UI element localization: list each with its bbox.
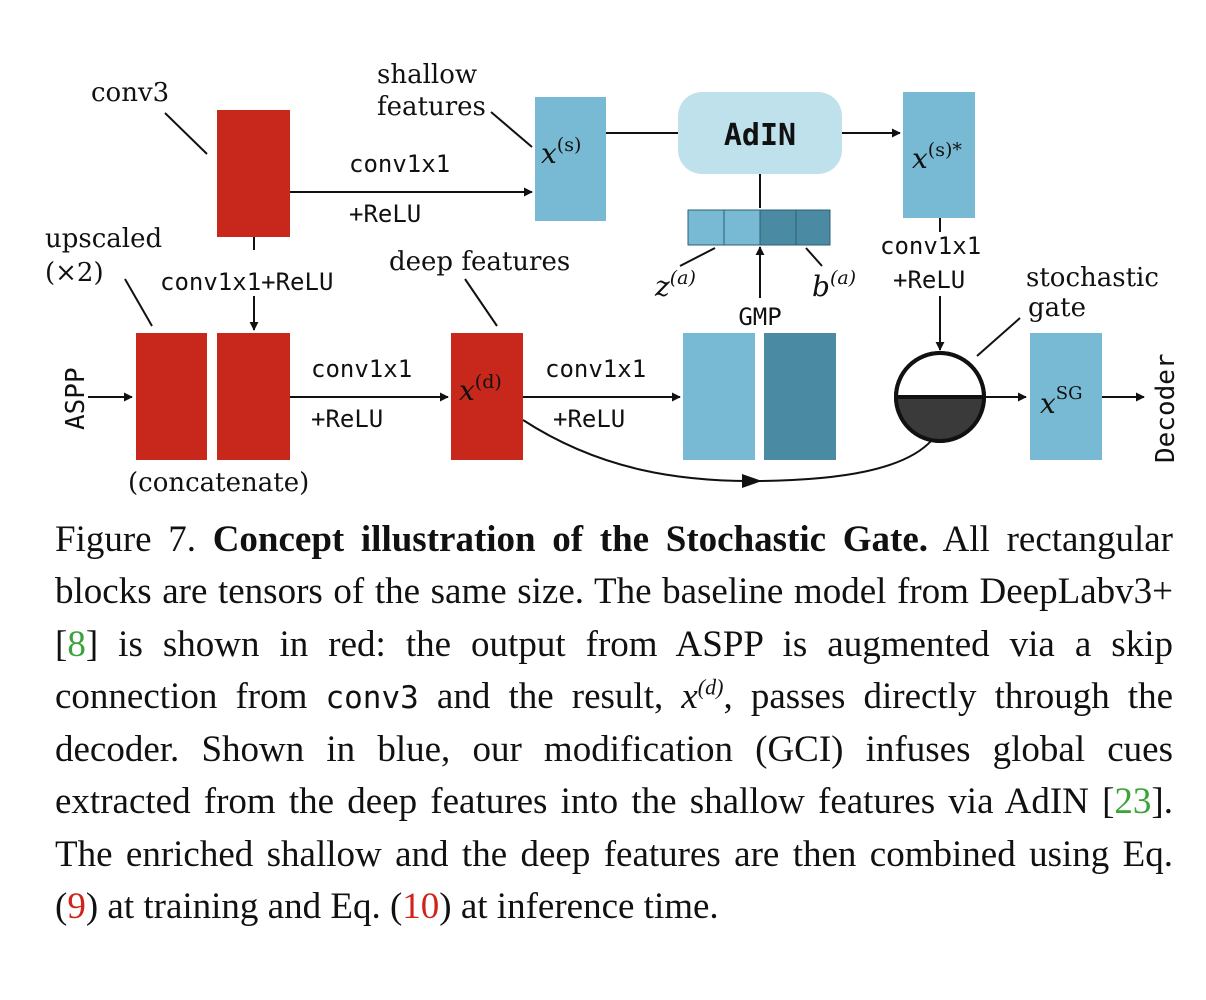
label-x-d: x(d)	[459, 371, 502, 407]
label-conv1x1-mid2: conv1x1	[545, 355, 646, 383]
equation-link-10[interactable]: 10	[402, 886, 440, 928]
figure-caption: Figure 7. Concept illustration of the St…	[55, 514, 1173, 933]
caption-text-1: All rectangular blocks are tensors of th…	[55, 519, 1173, 665]
equation-link-9[interactable]: 9	[67, 886, 86, 928]
leader-gate	[976, 317, 1021, 357]
conv3-block	[217, 110, 290, 237]
figure-label: Figure 7.	[55, 519, 197, 560]
caption-title: Concept illustration of the Stochastic G…	[212, 519, 929, 560]
caption-text-5: ]. The enriched shallow and the deep fea…	[55, 781, 1173, 928]
label-upscaled-2: (×2)	[45, 258, 104, 288]
z-vector-cell-1	[687, 209, 725, 246]
leader-z	[679, 247, 716, 267]
label-relu-mid2: +ReLU	[553, 405, 625, 433]
label-decoder: Decoder	[1151, 353, 1181, 463]
caption-text-4: , passes directly through the decoder. S…	[55, 675, 1174, 823]
label-x-s: x(s)	[541, 134, 581, 170]
caption-text-2: ] is shown in red: the output from ASPP …	[55, 623, 1173, 717]
label-conv1x1-right: conv1x1	[880, 232, 981, 260]
label-upscaled-1: upscaled	[45, 224, 162, 254]
label-x-sg: xSG	[1040, 383, 1083, 420]
label-x-s-star: x(s)*	[912, 139, 962, 175]
label-shallow-2: features	[377, 92, 486, 122]
label-shallow-1: shallow	[377, 60, 477, 90]
caption-code-conv3: conv3	[325, 679, 419, 716]
label-deep-features: deep features	[389, 247, 570, 277]
label-gmp: GMP	[738, 303, 781, 331]
aspp-block	[136, 333, 207, 460]
label-aspp: ASPP	[61, 367, 91, 430]
label-conv1x1-relu-vertical: conv1x1+ReLU	[160, 268, 333, 296]
blue-block-light	[683, 333, 755, 460]
leader-deep	[464, 278, 498, 327]
leader-shallow	[490, 111, 533, 148]
label-relu-top: +ReLU	[349, 200, 421, 228]
caption-math-sup: (d)	[697, 674, 724, 700]
leader-b	[805, 247, 823, 267]
b-vector-cell-1	[759, 209, 797, 246]
label-relu-right: +ReLU	[893, 266, 965, 294]
shallow-features-block	[535, 97, 606, 221]
leader-upscaled	[124, 278, 153, 327]
label-stochastic: stochastic	[1026, 263, 1159, 293]
citation-link-23[interactable]: 23	[1114, 781, 1152, 823]
label-concatenate: (concatenate)	[128, 468, 309, 498]
b-vector-cell-2	[795, 209, 831, 246]
caption-text-3: and the result,	[418, 675, 682, 717]
citation-link-8[interactable]: 8	[67, 623, 86, 665]
label-conv1x1-top: conv1x1	[349, 150, 450, 178]
z-vector-cell-2	[723, 209, 761, 246]
leader-conv3	[164, 112, 208, 155]
label-relu-mid1: +ReLU	[311, 405, 383, 433]
stochastic-gate-icon	[894, 351, 986, 443]
xsg-block	[1030, 333, 1102, 460]
curve-arrowhead	[742, 474, 762, 488]
label-conv3: conv3	[91, 78, 169, 108]
stochastic-gate-diagram: conv3 shallow features x(s) AdIN x(s)* c…	[45, 60, 1181, 498]
label-z-a: z(a)	[654, 267, 696, 303]
deep-features-block	[451, 333, 523, 460]
caption-text-7: ) at inference time.	[439, 886, 719, 928]
adin-box	[678, 92, 842, 174]
label-b-a: b(a)	[812, 267, 856, 303]
enriched-shallow-block	[903, 92, 975, 218]
caption-text-6: ) at training and Eq. (	[85, 886, 403, 928]
label-conv1x1-mid1: conv1x1	[311, 355, 412, 383]
blue-block-dark	[764, 333, 836, 460]
caption-math-x: x	[681, 675, 698, 717]
label-gate: gate	[1028, 293, 1086, 323]
upscaled-block	[217, 333, 290, 460]
label-adin: AdIN	[724, 118, 796, 153]
